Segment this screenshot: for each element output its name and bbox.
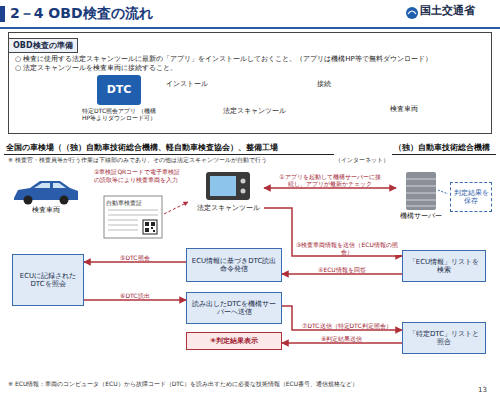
step-note: ②車検証QRコードで電子車検証の読取等により検査車両を入力 [94, 168, 186, 183]
leader-line [438, 190, 448, 194]
box-text: 読み出したDTCを機構サーバーへ送信 [190, 300, 278, 317]
process-box: 「ECU情報」リストを検索 [402, 250, 486, 282]
step-label: ⑥DTC読出 [119, 292, 151, 299]
scan-tool: 法定スキャンツール [214, 75, 294, 115]
step-label: インストール [165, 80, 209, 88]
step-label: ①アプリを起動して機構サーバーに接続し、アプリが最新かチェック [277, 173, 383, 187]
flow-arrow [84, 261, 186, 263]
process-box: 「特定DTC」リストと照合 [402, 322, 486, 354]
ministry-name: 国土交通省 [420, 5, 475, 18]
scan-tool-picture [206, 172, 250, 200]
ministry-logo [406, 7, 418, 19]
box-text: ⑨判定結果表示 [210, 337, 258, 346]
box-text: 判定結果を保存 [453, 189, 489, 205]
box-text: ECUに記録されたDTCを照会 [16, 272, 80, 289]
caption: 検査車両 [390, 105, 418, 113]
result-box: ⑨判定結果表示 [186, 332, 282, 350]
process-box: 読み出したDTCを機構サーバーへ送信 [186, 292, 282, 324]
server-picture [406, 172, 436, 210]
caption: 特定DTC照会アプリ （機構HP等よりダウンロード可） [79, 107, 159, 121]
server: 機構サーバー [396, 172, 446, 222]
section-heading: OBD検査の準備 [8, 38, 78, 53]
nalta-region: （独）自動車技術総合機構機構サーバー 判定結果を保存「ECU情報」リストを検索「特… [392, 142, 496, 374]
flow-arrow [282, 273, 402, 275]
car-picture [14, 181, 78, 205]
app-icon: DTC 特定DTC照会アプリ （機構HP等よりダウンロード可） [79, 75, 159, 121]
title-rule [0, 27, 500, 29]
box-text: 「特定DTC」リストと照合 [406, 330, 482, 347]
box-text: 「ECU情報」リストを検索 [406, 258, 482, 275]
step-label: ⑤DTC照会 [119, 254, 151, 261]
flow-arrow [264, 208, 402, 256]
scan-tool: 法定スキャンツール [192, 172, 264, 218]
step-label: ⑧判定結果送信 [320, 335, 363, 342]
input-arrow [164, 202, 188, 214]
process-box: ECUに記録されたDTCを照会 [12, 254, 84, 306]
app-icon-text: DTC [97, 75, 141, 105]
footnote: ※ ECU情報：車両のコンピュータ（ECU）から故障コード（DTC）を読み出すた… [8, 380, 358, 388]
process-box: ECU情報に基づきDTC読出命令発信 [186, 248, 282, 282]
flow-arrow [264, 187, 396, 189]
title-accent [0, 6, 5, 22]
caption: 検査車両 [32, 206, 60, 214]
step-label: ③検査車両情報を送信（ECU情報の照会） [294, 241, 400, 255]
ministry-logo-mark [408, 11, 416, 14]
certificate-picture [104, 196, 162, 238]
caption: 法定スキャンツール [197, 204, 260, 212]
bullet-text: ○ 検査に使用する法定スキャンツールに最新の「アプリ」をインストールしておくこと… [15, 55, 485, 64]
box-text: ECU情報に基づきDTC読出命令発信 [190, 257, 278, 274]
page-number: 13 [478, 386, 487, 395]
step-label: 接続 [316, 80, 332, 88]
caption: 機構サーバー [400, 212, 442, 220]
flow-arrow [282, 306, 402, 330]
note: ※ 検査官・検査員等が行う作業は下線部のみであり、その他は法定スキャンツールが自… [8, 156, 267, 164]
vehicle: 検査車両 [354, 75, 454, 115]
flow-arrow [282, 342, 402, 344]
slide-title: 2－4 OBD検査の流れ [10, 5, 153, 23]
vehicle: 検査車両 [10, 176, 82, 224]
flow-arrow [84, 299, 186, 301]
document-title: 自動車検査証 [106, 199, 142, 207]
bullet-text: ○ 法定スキャンツールを検査車両に接続すること。 [15, 64, 485, 73]
note-box: 判定結果を保存 [450, 182, 492, 212]
preparation-panel: OBD検査の準備 ○ 検査に使用する法定スキャンツールに最新の「アプリ」をインスト… [8, 32, 492, 134]
network-note: （インターネット） [335, 156, 389, 164]
caption: 法定スキャンツール [223, 107, 286, 115]
step-label: ⑦DTC送信（特定DTC判定照会） [301, 322, 393, 329]
step-label: ④ECU情報を回答 [317, 266, 367, 273]
region-heading: 全国の車検場（（独）自動車技術総合機構、軽自動車検査協会）、整備工場 [4, 142, 334, 155]
region-heading: （独）自動車技術総合機構 [392, 142, 496, 155]
